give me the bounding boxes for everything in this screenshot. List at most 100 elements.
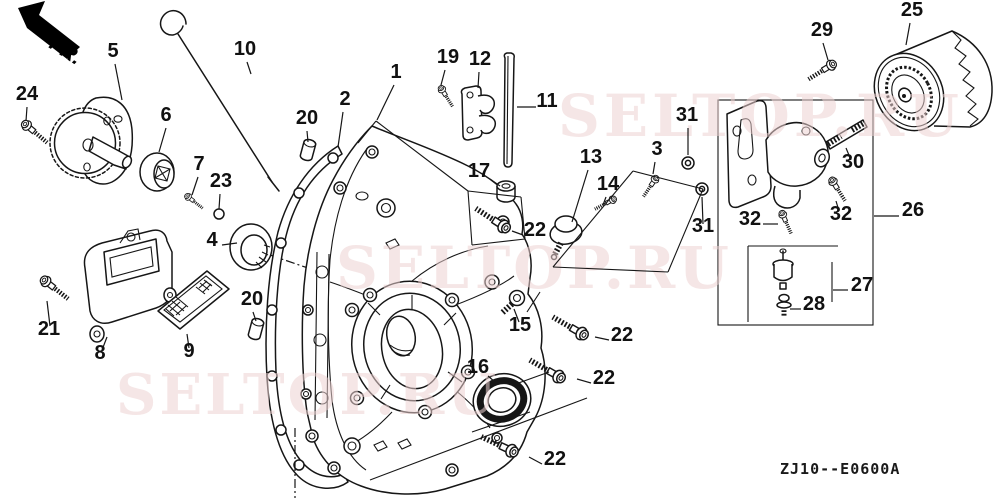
part-label-leader <box>576 378 592 384</box>
watermark-text: SELTOP.RU <box>558 82 963 150</box>
part-22-flange-bolt <box>550 311 591 342</box>
part-label-31: 31 <box>692 215 714 237</box>
part-label-leader <box>511 230 524 236</box>
zone-line <box>632 170 704 190</box>
watermark-text: SELTOP.RU <box>336 234 732 302</box>
zone-line <box>357 120 377 144</box>
part-label-leader <box>101 336 108 351</box>
part-11-tube <box>503 52 515 168</box>
part-27-relief-valve <box>772 248 794 290</box>
part-label-leader <box>218 193 221 210</box>
part-label-31: 31 <box>676 104 698 126</box>
part-label-4: 4 <box>206 229 218 251</box>
part-label-20: 20 <box>241 288 263 310</box>
zone-line <box>667 188 704 273</box>
zone-line <box>471 411 531 433</box>
part-label-leader <box>835 200 840 212</box>
part-label-32: 32 <box>830 203 852 225</box>
part-label-23: 23 <box>210 170 232 192</box>
zone-line <box>512 371 550 386</box>
part-19-bolt <box>434 82 458 111</box>
part-label-30: 30 <box>842 151 864 173</box>
part-label-32: 32 <box>739 208 761 230</box>
part-label-leader <box>221 242 238 246</box>
part-label-17: 17 <box>468 160 490 182</box>
part-label-leader <box>845 147 852 161</box>
part-24-bolt <box>19 118 50 147</box>
part-label-22: 22 <box>593 367 615 389</box>
part-label-leader <box>158 127 167 153</box>
part-12-clamp <box>460 85 497 141</box>
part-label-15: 15 <box>509 314 531 336</box>
part-label-20: 20 <box>296 107 318 129</box>
part-label-1: 1 <box>390 61 401 83</box>
part-label-leader <box>489 178 501 187</box>
part-label-6: 6 <box>160 104 171 126</box>
part-label-24: 24 <box>16 83 39 105</box>
part-label-leader <box>571 169 589 223</box>
part-4-bearing <box>229 223 309 271</box>
part-2-gasket <box>265 145 349 489</box>
part-label-22: 22 <box>544 448 566 470</box>
zone-line <box>552 266 669 273</box>
part-29-bolt <box>806 58 839 84</box>
part-label-5: 5 <box>107 40 118 62</box>
part-label-12: 12 <box>469 48 491 70</box>
part-17-collar <box>496 180 516 203</box>
zone-line <box>369 397 588 481</box>
part-16-oil-seal <box>472 372 532 428</box>
part-label-22: 22 <box>611 324 633 346</box>
part-25-oil-filter <box>873 30 993 132</box>
part-label-leader <box>513 308 520 323</box>
part-label-9: 9 <box>183 340 194 362</box>
part-label-leader <box>191 176 199 196</box>
part-label-leader <box>186 333 190 349</box>
part-label-2: 2 <box>339 88 350 110</box>
zone-line <box>467 190 473 246</box>
zone-line <box>552 170 634 268</box>
part-7-screw <box>181 190 207 213</box>
part-26-filter-base-assembly <box>717 99 874 326</box>
part-label-29: 29 <box>811 19 833 41</box>
part-label-27: 27 <box>851 274 873 296</box>
part-6-roller <box>139 152 175 192</box>
part-15-plug <box>499 289 526 316</box>
zone-line <box>526 291 541 313</box>
part-label-leader <box>701 196 704 225</box>
part-label-26: 26 <box>902 199 924 221</box>
zone-line <box>471 238 526 246</box>
part-label-leader <box>528 456 543 465</box>
part-label-leader <box>594 336 610 341</box>
part-label-7: 7 <box>193 153 204 175</box>
part-label-16: 16 <box>467 356 489 378</box>
part-label-25: 25 <box>901 0 923 21</box>
part-5-governor-gear <box>49 96 134 185</box>
part-8-breather-bracket <box>83 228 177 343</box>
zone-line <box>520 196 526 240</box>
part-10-dipstick <box>159 9 280 192</box>
part-23-ball <box>213 208 225 220</box>
fr-arrow-icon <box>18 1 80 59</box>
part-21-bolt <box>38 274 72 304</box>
diagram-code: ZJ10--E0600A <box>780 460 900 478</box>
part-31-washer <box>681 156 695 170</box>
part-label-leader <box>652 161 656 175</box>
part-13-oil-pressure-switch <box>549 215 583 261</box>
part-label-leader <box>822 42 829 61</box>
part-label-leader <box>25 106 28 122</box>
part-label-leader <box>477 71 480 89</box>
part-label-10: 10 <box>234 38 256 60</box>
zone-line <box>467 190 522 198</box>
watermark-text: SELTOP.RU <box>116 362 499 428</box>
part-label-leader <box>487 375 496 383</box>
part-label-leader <box>602 196 607 206</box>
part-label-leader <box>246 61 252 75</box>
part-label-leader <box>46 300 51 327</box>
part-label-21: 21 <box>38 318 60 340</box>
part-9-breather-screen <box>157 270 230 330</box>
part-label-leader <box>376 84 395 121</box>
part-28-bolt <box>776 293 792 317</box>
part-label-28: 28 <box>803 293 825 315</box>
